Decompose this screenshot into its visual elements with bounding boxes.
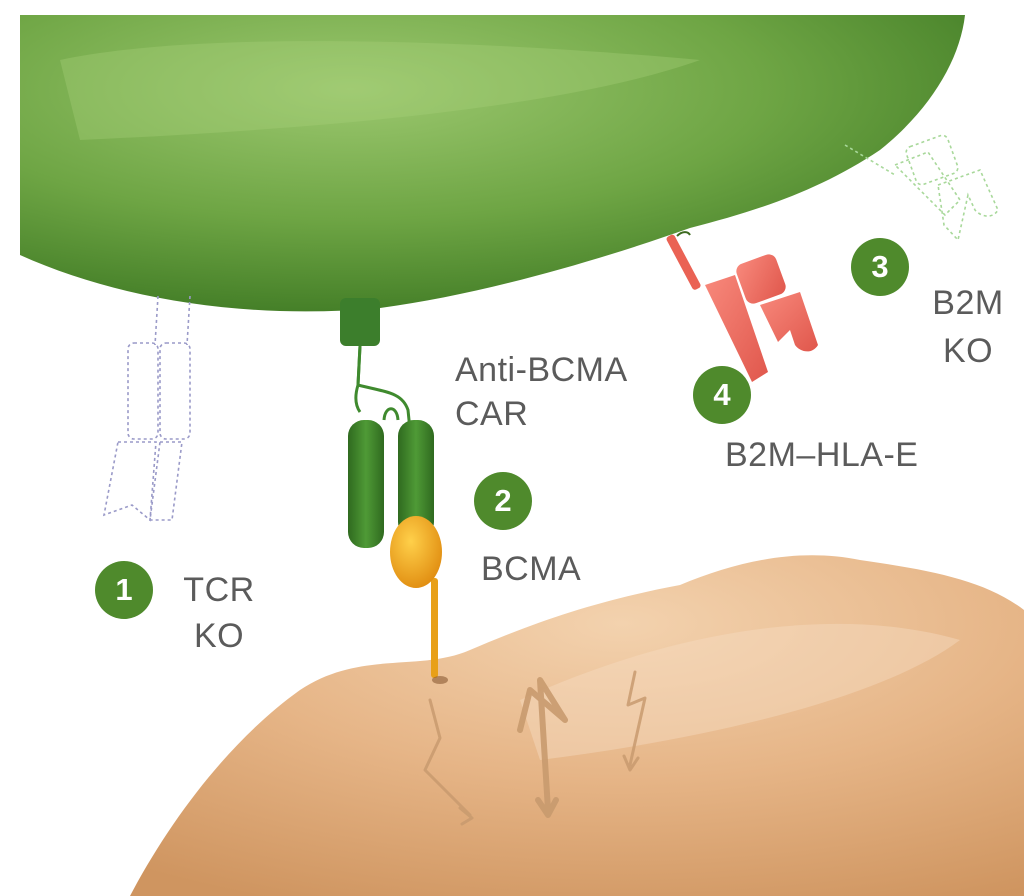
label-b2m-line1: B2M (920, 283, 1016, 323)
car-construct (340, 298, 434, 548)
label-b2m-hla-e: B2M–HLA-E (725, 435, 918, 475)
label-tcr-line2: KO (174, 616, 264, 656)
badge-3: 3 (851, 238, 909, 296)
label-car-line2: CAR (455, 394, 628, 434)
tcr-ghost-receptor (104, 296, 190, 520)
label-b2m-ko: B2M KO (920, 283, 1016, 371)
label-anti-bcma-car: Anti-BCMA CAR (455, 350, 628, 434)
badge-2: 2 (474, 472, 532, 530)
badge-1: 1 (95, 561, 153, 619)
label-bcma: BCMA (481, 549, 581, 589)
hla-e-construct (666, 232, 818, 382)
label-car-line1: Anti-BCMA (455, 350, 628, 390)
label-tcr-ko: TCR KO (174, 570, 264, 656)
label-tcr-line1: TCR (174, 570, 264, 610)
badge-4: 4 (693, 366, 751, 424)
label-b2m-line2: KO (920, 331, 1016, 371)
